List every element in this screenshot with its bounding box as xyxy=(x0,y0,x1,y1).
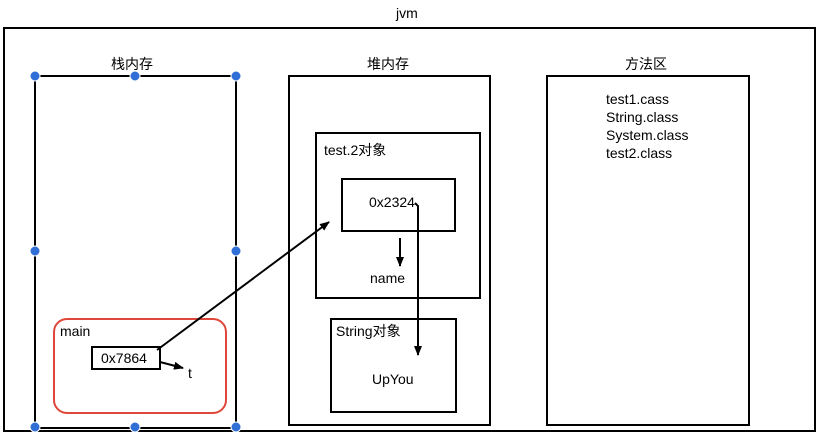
jvm-container xyxy=(3,27,816,432)
method-area-title: 方法区 xyxy=(625,56,667,72)
string-object-value: UpYou xyxy=(372,371,414,387)
main-frame-box[interactable] xyxy=(53,318,227,414)
method-area-class-3: System.class xyxy=(606,127,689,143)
selection-handle-top-left[interactable] xyxy=(29,70,41,82)
main-ref-box[interactable] xyxy=(91,346,161,370)
selection-handle-middle-right[interactable] xyxy=(230,245,242,257)
method-area-class-4: test2.class xyxy=(606,145,673,161)
test2-field-name: name xyxy=(370,270,406,286)
test2-object-box[interactable] xyxy=(315,132,481,299)
test2-ref-box[interactable] xyxy=(341,178,456,232)
main-var-name: t xyxy=(188,365,192,381)
main-frame-label: main xyxy=(60,323,91,339)
method-area-box[interactable] xyxy=(546,75,750,426)
selection-handle-bottom-right[interactable] xyxy=(230,421,242,433)
test2-ref-value: 0x2324 xyxy=(369,194,415,210)
heap-memory-box[interactable] xyxy=(288,75,491,426)
jvm-label: jvm xyxy=(396,5,418,21)
stack-title: 栈内存 xyxy=(111,56,153,72)
selection-handle-bottom-middle[interactable] xyxy=(129,421,141,433)
method-area-class-1: test1.cass xyxy=(606,91,670,107)
method-area-class-2: String.class xyxy=(606,109,679,125)
test2-object-label: test.2对象 xyxy=(324,142,387,158)
main-ref-value: 0x7864 xyxy=(101,350,147,366)
arrow-main-ref-to-test2 xyxy=(156,221,330,351)
heap-title: 堆内存 xyxy=(367,56,409,72)
selection-handle-middle-left[interactable] xyxy=(29,245,41,257)
string-object-label: String对象 xyxy=(336,323,401,339)
selection-handle-top-middle[interactable] xyxy=(129,70,141,82)
selection-handle-top-right[interactable] xyxy=(230,70,242,82)
selection-handle-bottom-left[interactable] xyxy=(29,421,41,433)
arrow-test2-ref-to-string xyxy=(414,202,422,356)
string-object-box[interactable] xyxy=(330,318,457,413)
arrow-main-ref-to-var xyxy=(159,361,184,370)
